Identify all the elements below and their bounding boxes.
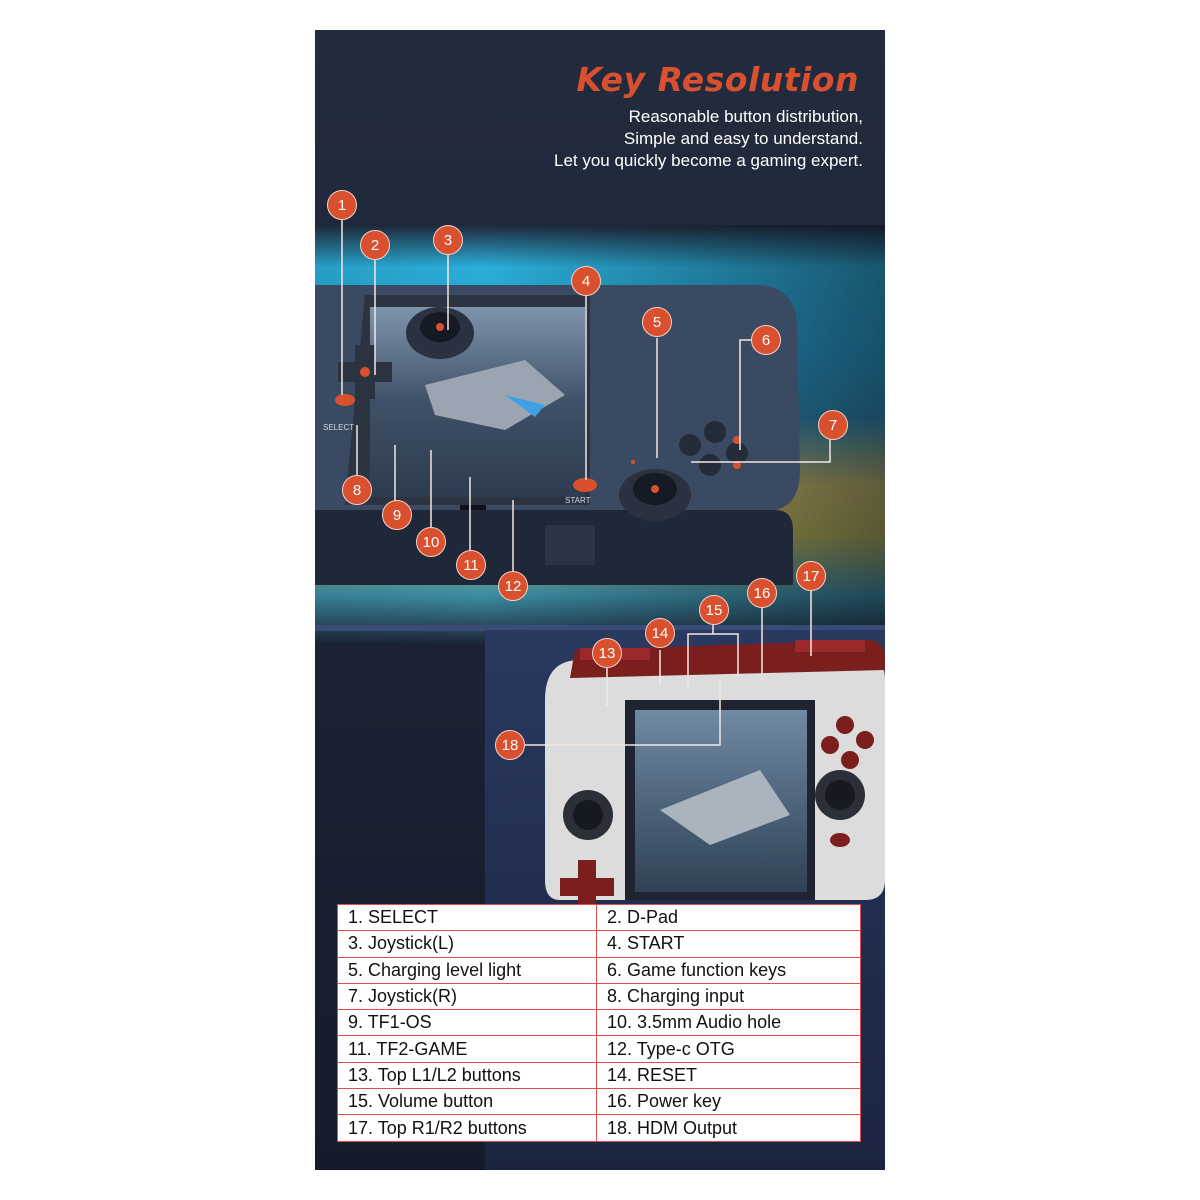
table-cell: 8. Charging input [596,982,861,1011]
handheld-front-dark: SELECT START [315,285,800,585]
tagline-line-3: Let you quickly become a gaming expert. [553,151,863,170]
table-row: 11. TF2-GAME 12. Type-c OTG [337,1035,861,1063]
table-cell: 9. TF1-OS [337,1009,597,1037]
callout-11: 11 [456,550,486,580]
table-cell: 17. Top R1/R2 buttons [337,1114,597,1142]
table-cell: 3. Joystick(L) [337,930,597,958]
table-row: 1. SELECT 2. D-Pad [337,903,861,932]
callout-3: 3 [433,225,463,255]
table-cell: 10. 3.5mm Audio hole [596,1009,861,1037]
table-cell: 4. START [596,930,861,958]
callout-16: 16 [747,578,777,608]
callout-6: 6 [751,325,781,355]
callout-10: 10 [416,527,446,557]
table-cell: 5. Charging level light [337,956,597,984]
product-panel: Key Resolution Reasonable button distrib… [315,30,885,1170]
callout-8: 8 [342,475,372,505]
callout-17: 17 [796,561,826,591]
callout-14: 14 [645,618,675,648]
callout-4: 4 [571,266,601,296]
table-cell: 2. D-Pad [596,903,861,932]
table-cell: 7. Joystick(R) [337,982,597,1011]
callout-7: 7 [818,410,848,440]
callout-9: 9 [382,500,412,530]
callout-5: 5 [642,307,672,337]
tagline-line-1: Reasonable button distribution, [628,107,863,126]
table-row: 17. Top R1/R2 buttons 18. HDM Output [337,1114,861,1142]
callout-1: 1 [327,190,357,220]
key-legend-table: 1. SELECT 2. D-Pad 3. Joystick(L) 4. STA… [337,903,861,1142]
start-label: START [565,496,591,505]
page-title: Key Resolution [576,60,859,99]
table-cell: 14. RESET [596,1061,861,1090]
select-label: SELECT [323,423,354,432]
table-cell: 16. Power key [596,1088,861,1116]
table-cell: 12. Type-c OTG [596,1035,861,1063]
table-row: 13. Top L1/L2 buttons 14. RESET [337,1061,861,1090]
callout-13: 13 [592,638,622,668]
table-row: 15. Volume button 16. Power key [337,1088,861,1116]
callout-2: 2 [360,230,390,260]
table-cell: 15. Volume button [337,1088,597,1116]
table-cell: 13. Top L1/L2 buttons [337,1061,597,1090]
table-cell: 1. SELECT [337,903,597,932]
table-cell: 11. TF2-GAME [337,1035,597,1063]
callout-15: 15 [699,595,729,625]
callout-18: 18 [495,730,525,760]
table-row: 5. Charging level light 6. Game function… [337,956,861,984]
callout-12: 12 [498,571,528,601]
table-row: 9. TF1-OS 10. 3.5mm Audio hole [337,1009,861,1037]
handheld-top-white [545,640,885,915]
tagline-line-2: Simple and easy to understand. [623,129,863,148]
table-row: 3. Joystick(L) 4. START [337,930,861,958]
table-cell: 18. HDM Output [596,1114,861,1142]
table-cell: 6. Game function keys [596,956,861,984]
table-row: 7. Joystick(R) 8. Charging input [337,982,861,1011]
